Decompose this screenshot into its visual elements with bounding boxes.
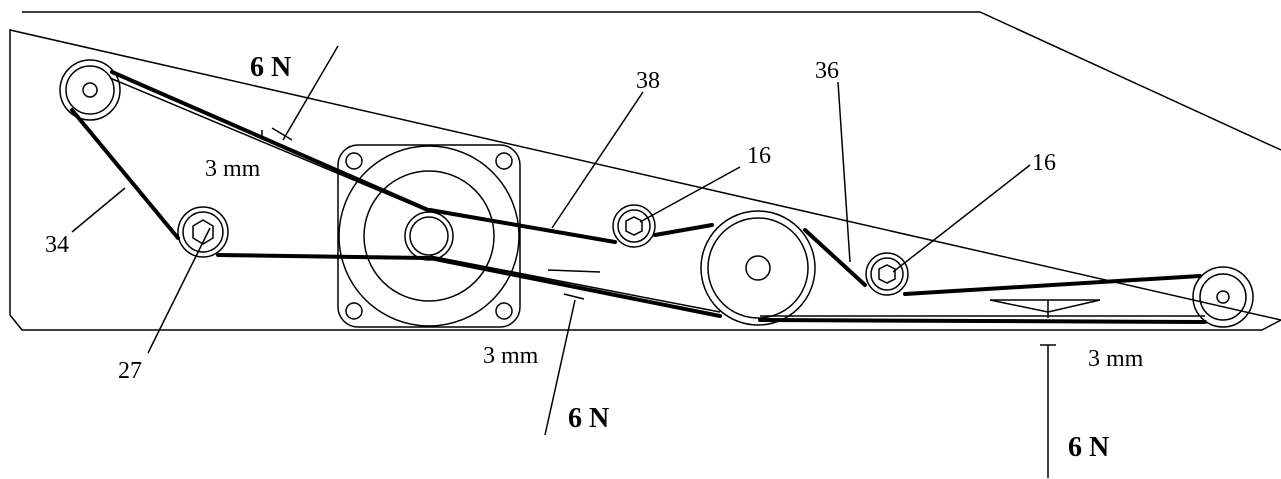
deflection-label-1: 3 mm (205, 156, 261, 182)
force-label-2: 6 N (568, 403, 609, 434)
leader-36 (837, 81, 851, 263)
force-indicator-2 (544, 269, 601, 436)
right-pulley (1192, 266, 1254, 328)
ref-label-16b: 16 (1032, 150, 1056, 176)
leader-16a (639, 166, 741, 223)
ref-label-36: 36 (815, 58, 839, 84)
belt-38 (428, 208, 722, 318)
force-indicator-1 (271, 45, 339, 141)
deflection-label-3: 3 mm (1088, 346, 1144, 372)
idler-27 (177, 206, 229, 258)
leader-16b (892, 164, 1031, 273)
leader-34 (71, 187, 126, 233)
force-indicator-3 (989, 299, 1101, 478)
belt-34 (70, 70, 431, 260)
leader-38 (551, 91, 644, 229)
ref-label-27: 27 (118, 358, 142, 384)
motor (337, 144, 521, 328)
large-pulley (700, 210, 816, 326)
force-label-1: 6 N (250, 52, 291, 83)
force-label-3: 6 N (1068, 432, 1109, 463)
deflection-label-2: 3 mm (483, 343, 539, 369)
ref-label-34: 34 (45, 232, 69, 258)
idler-16-left (612, 204, 656, 248)
ref-label-38: 38 (636, 68, 660, 94)
left-pulley (59, 59, 121, 121)
idler-16-right (865, 252, 909, 296)
ref-label-16a: 16 (747, 143, 771, 169)
housing-plate (9, 11, 1281, 331)
belt-36 (758, 228, 1207, 324)
leader-27 (147, 227, 211, 354)
